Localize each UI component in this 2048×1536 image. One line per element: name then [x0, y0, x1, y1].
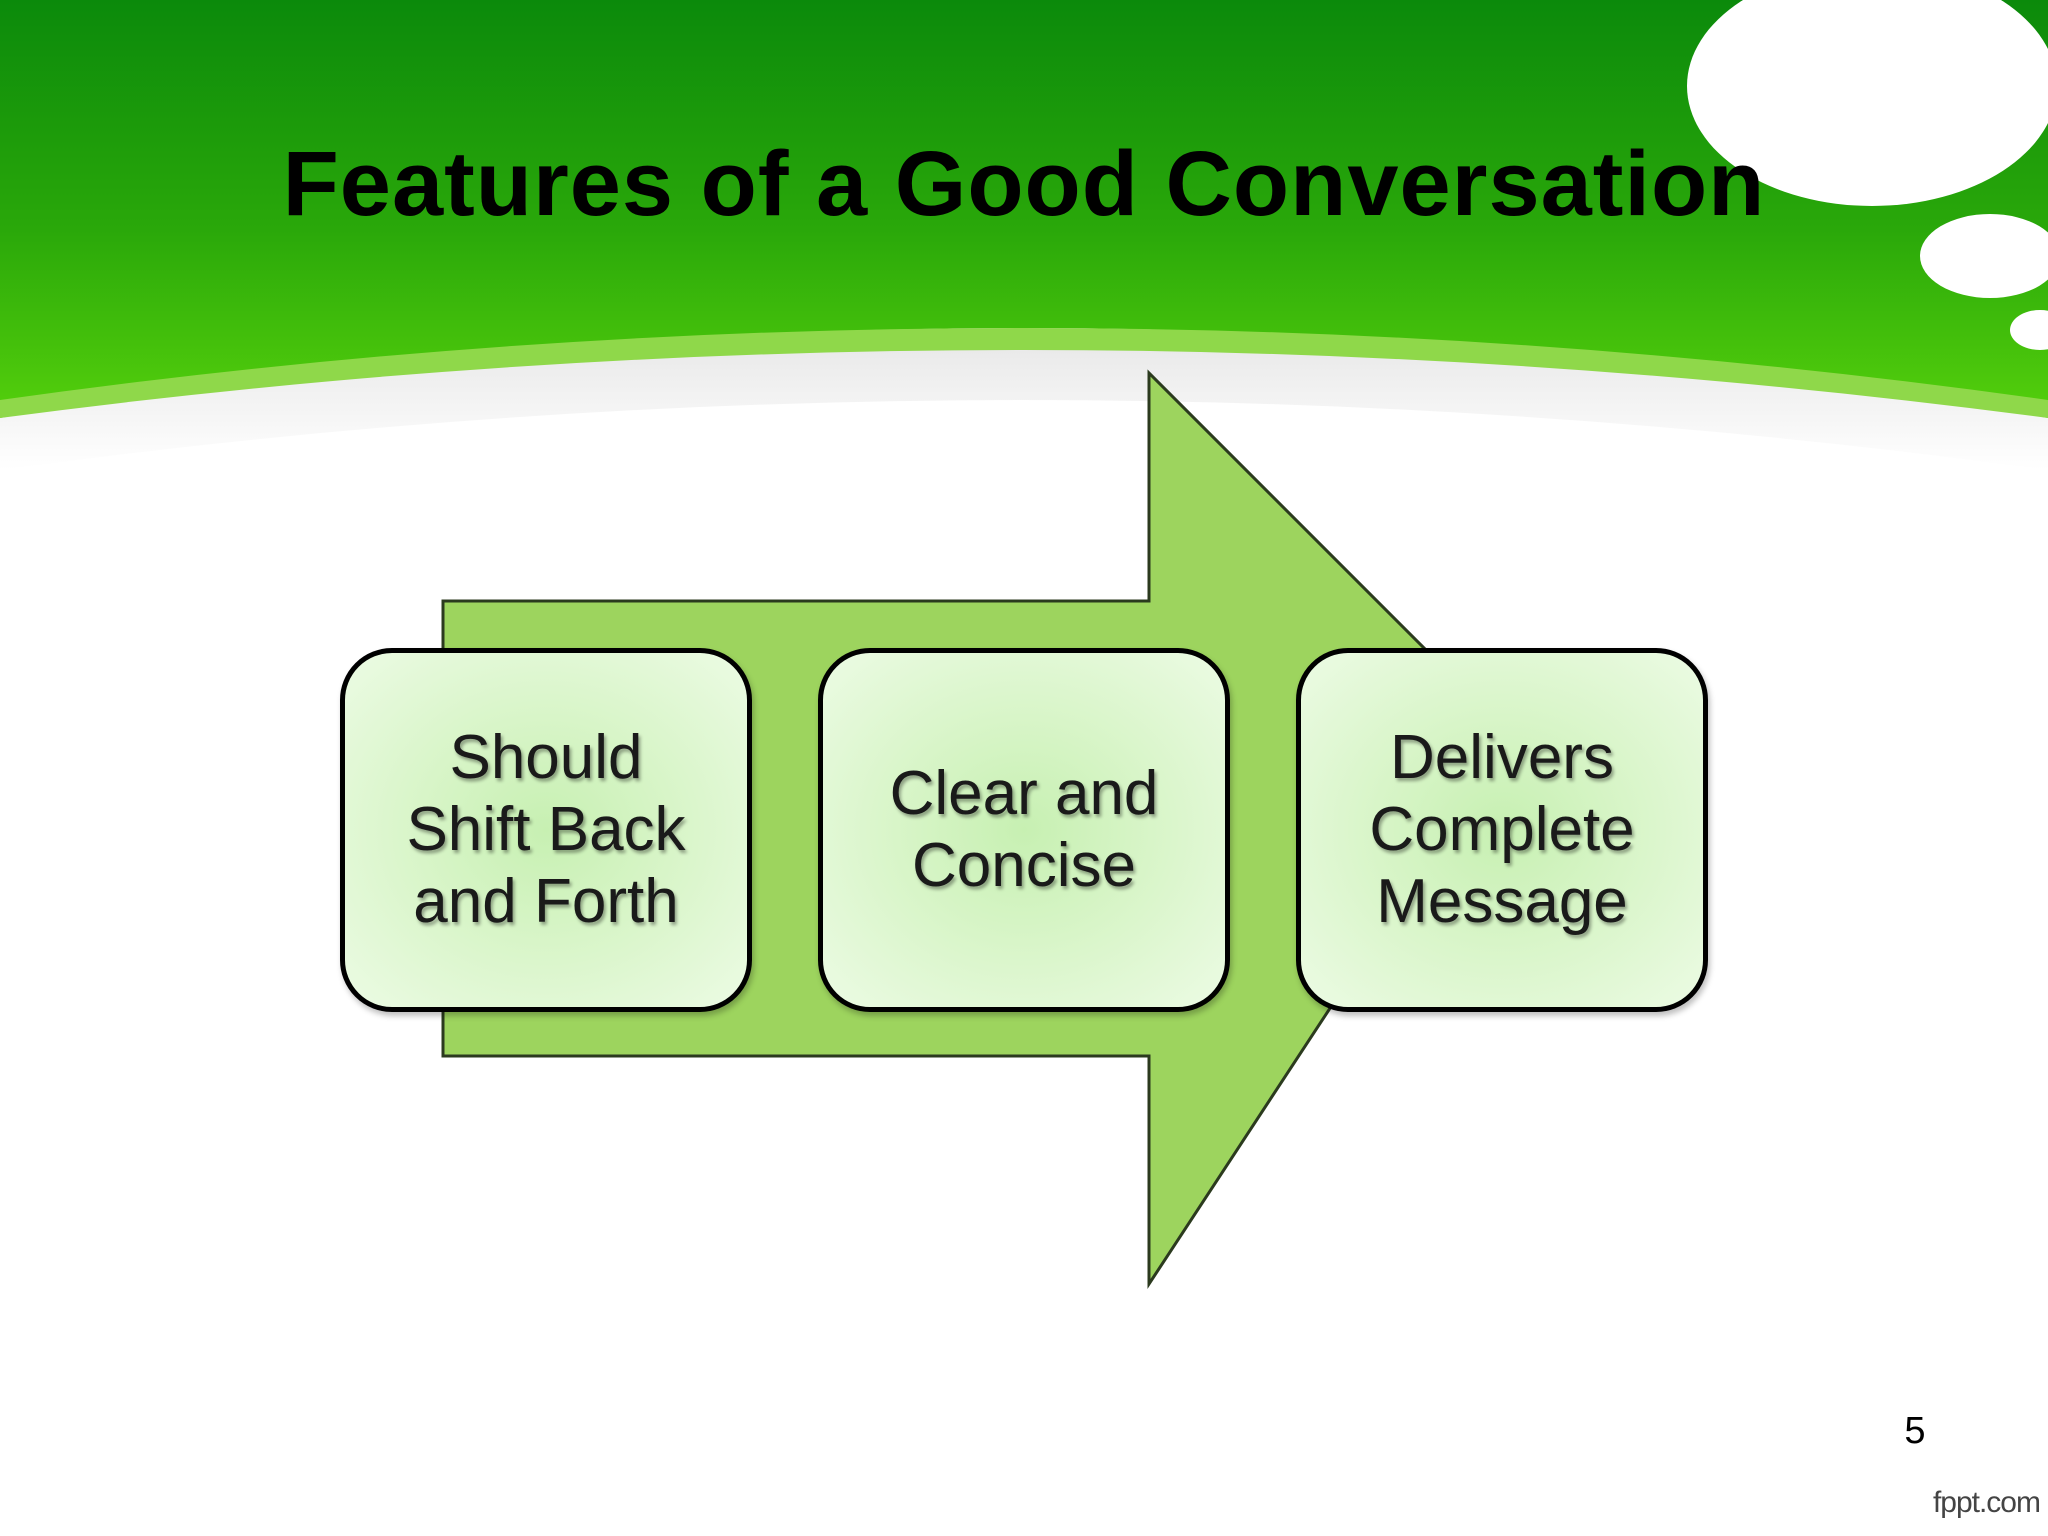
bubble-large: [1687, 0, 2048, 206]
step-label-1: Should Shift Back and Forth: [406, 723, 686, 936]
bubble-medium: [1920, 214, 2048, 298]
page-number: 5: [1904, 1410, 1926, 1452]
step-label-2: Clear and Concise: [889, 759, 1159, 900]
step-box-3: Delivers Complete Message: [1296, 648, 1708, 1012]
header-band: [0, 0, 2048, 418]
step-box-2: Clear and Concise: [818, 648, 1230, 1012]
slide-title: Features of a Good Conversation: [282, 133, 1766, 235]
step-box-1: Should Shift Back and Forth: [340, 648, 752, 1012]
step-label-3: Delivers Complete Message: [1369, 723, 1635, 936]
watermark: fppt.com: [1932, 1486, 2041, 1519]
bubble-small: [2010, 310, 2048, 350]
header-rim: [0, 328, 2048, 418]
